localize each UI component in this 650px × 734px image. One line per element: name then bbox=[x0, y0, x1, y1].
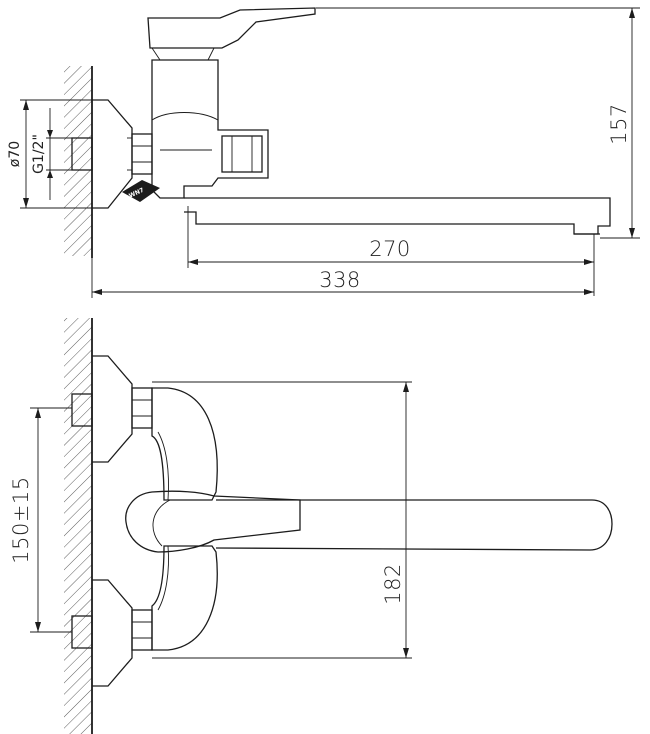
nut-lower bbox=[131, 609, 153, 651]
lever-handle-front bbox=[125, 490, 301, 553]
side-view: WN7 157 270 338 ø70 G1/2" bbox=[7, 7, 640, 298]
front-view: 150±15 182 bbox=[9, 318, 613, 734]
dim-d70: ø70 bbox=[7, 141, 23, 167]
nut-upper bbox=[131, 387, 153, 429]
body-upper-front bbox=[151, 387, 218, 501]
inlet-fitting-side bbox=[71, 137, 93, 171]
wall-hatch-top bbox=[64, 66, 92, 256]
spout-front bbox=[215, 499, 613, 551]
dim-157: 157 bbox=[607, 103, 631, 145]
wrench-tag bbox=[122, 180, 160, 202]
wall-hatch-bottom bbox=[64, 318, 92, 734]
nut-side bbox=[131, 133, 153, 175]
dim-270: 270 bbox=[369, 237, 411, 261]
inlet-upper bbox=[71, 393, 93, 427]
spout-side bbox=[184, 197, 611, 235]
mixer-body-side bbox=[151, 59, 269, 199]
flange-lower bbox=[92, 579, 133, 687]
dim-338: 338 bbox=[319, 268, 361, 292]
flange-upper bbox=[92, 355, 133, 463]
lever-handle-side bbox=[147, 7, 316, 49]
dim-182: 182 bbox=[381, 563, 405, 605]
body-lower-front bbox=[151, 545, 218, 651]
dim-g12: G1/2" bbox=[31, 134, 47, 174]
diverter-knob-side bbox=[221, 135, 263, 173]
dim-150: 150±15 bbox=[9, 476, 33, 563]
